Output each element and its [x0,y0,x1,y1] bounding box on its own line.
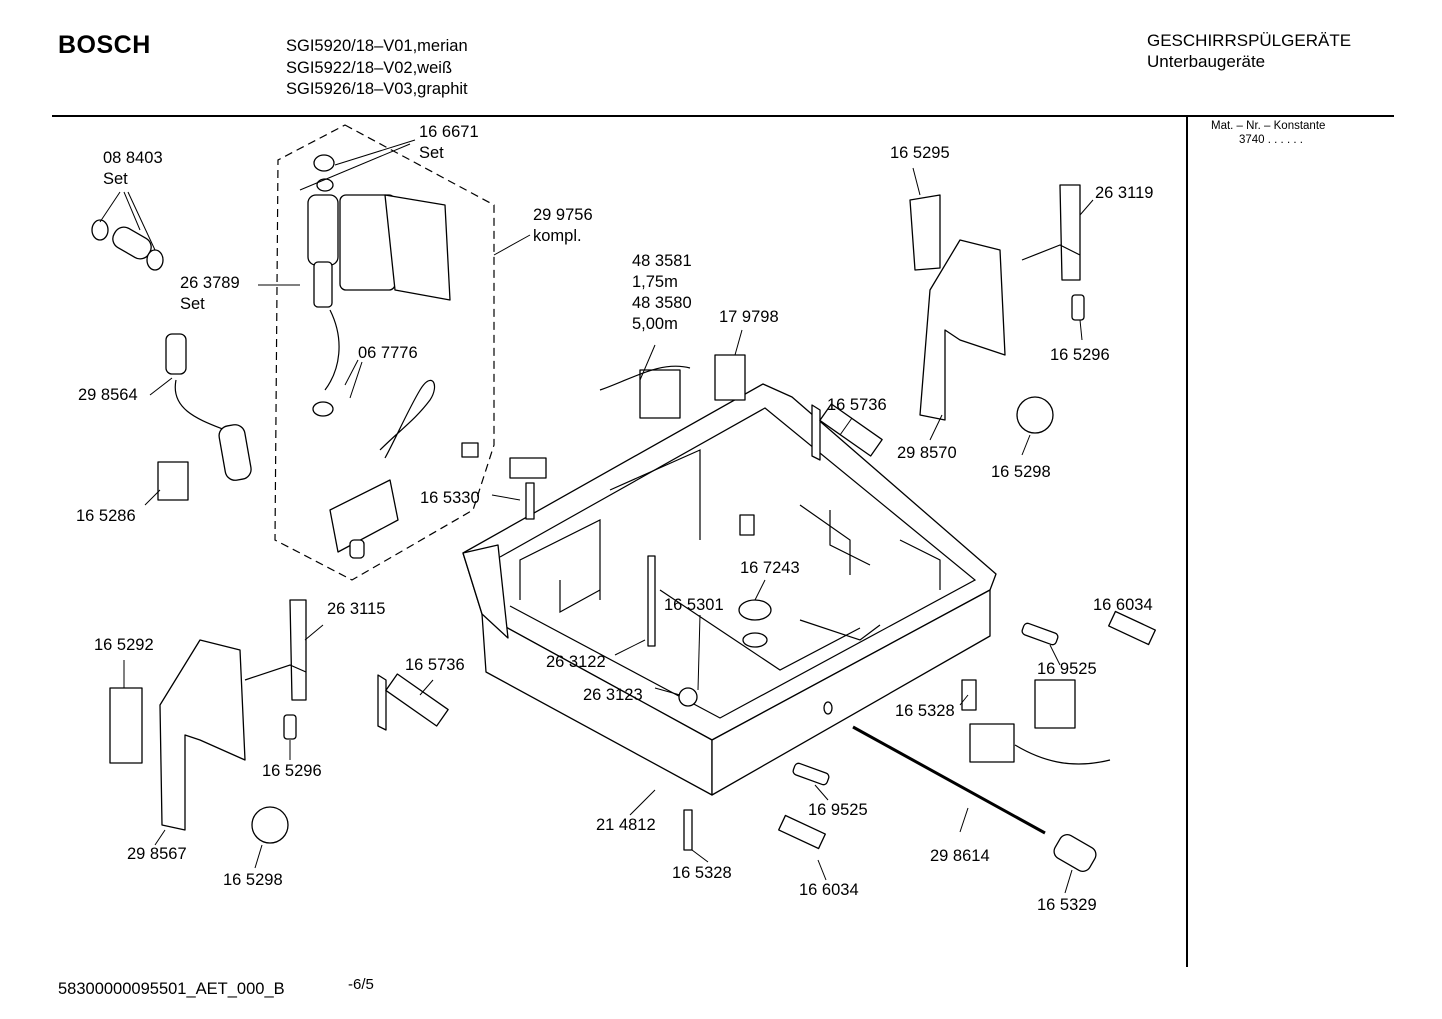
category-title: GESCHIRRSPÜLGERÄTE [1147,31,1352,50]
screw-drawing [525,482,535,520]
left-bracket-assembly-drawing [109,599,449,844]
part-label: 29 8570 [897,444,957,462]
part-165330-drawing [509,457,547,479]
drain-hose-drawing [165,333,252,481]
part-label: 16 5292 [94,636,154,654]
part-label: 16 5296 [262,762,322,780]
part-label: 17 9798 [719,308,779,326]
part-label: 16 5298 [991,463,1051,481]
part-label: 16 5328 [672,864,732,882]
part-label: 16 5736 [827,396,887,414]
part-label: 26 3123 [583,686,643,704]
lower-right-parts-drawing [683,610,1156,872]
power-cable-drawing [599,365,691,391]
part-label: 16 5296 [1050,346,1110,364]
model-line: SGI5926/18–V03,graphit [286,80,468,98]
page-number: -6/5 [348,976,374,993]
part-label: 16 5298 [223,871,283,889]
model-line: SGI5922/18–V02,weiß [286,58,453,77]
material-constant-value: 3740 . . . . . . [1239,134,1303,146]
part-label: 16 5301 [664,596,724,614]
aquastop-valve-drawing [307,154,479,559]
part-label: 06 7776 [358,344,418,362]
part-label: 29 8614 [930,847,990,865]
part-label: 21 4812 [596,816,656,834]
document-id: 58300000095501_AET_000_B [58,980,285,998]
part-label: 16 5330 [420,489,480,507]
part-label: 16 9525 [1037,660,1097,678]
brand-logo: BOSCH [58,31,151,59]
part-label: 16 5286 [76,507,136,525]
hose-clamp-set-drawing [91,219,164,271]
part-label: 16 5329 [1037,896,1097,914]
cable-connector-drawing [639,369,681,419]
right-bracket-assembly-drawing [811,184,1085,461]
model-list: SGI5920/18–V01,merian SGI5922/18–V02,wei… [286,36,468,101]
part-label: 16 5295 [890,144,950,162]
part-label: 16 9525 [808,801,868,819]
part-label: 29 8564 [78,386,138,404]
appliance-category: GESCHIRRSPÜLGERÄTE Unterbaugeräte [1147,30,1351,72]
material-constant-box: Mat. – Nr. – Konstante 3740 . . . . . . [1211,119,1325,147]
material-constant-label: Mat. – Nr. – Konstante [1211,120,1326,132]
assembly-boundary [274,124,495,581]
part-label: 29 8567 [127,845,187,863]
part-label: 26 3115 [327,600,385,618]
part-label: 16 6034 [1093,596,1153,614]
model-line: SGI5920/18–V01,merian [286,37,468,55]
base-frame-drawing [462,383,997,796]
category-subtitle: Unterbaugeräte [1147,52,1266,71]
part-label: 26 3119 [1095,184,1153,202]
part-label: 16 5736 [405,656,465,674]
leader-lines [99,139,1094,894]
part-label: 26 3122 [546,653,606,671]
part-179798-drawing [714,354,746,401]
part-165286-drawing [157,461,189,501]
part-label: 16 7243 [740,559,800,577]
part-label: 16 5328 [895,702,955,720]
part-label: 16 6034 [799,881,859,899]
